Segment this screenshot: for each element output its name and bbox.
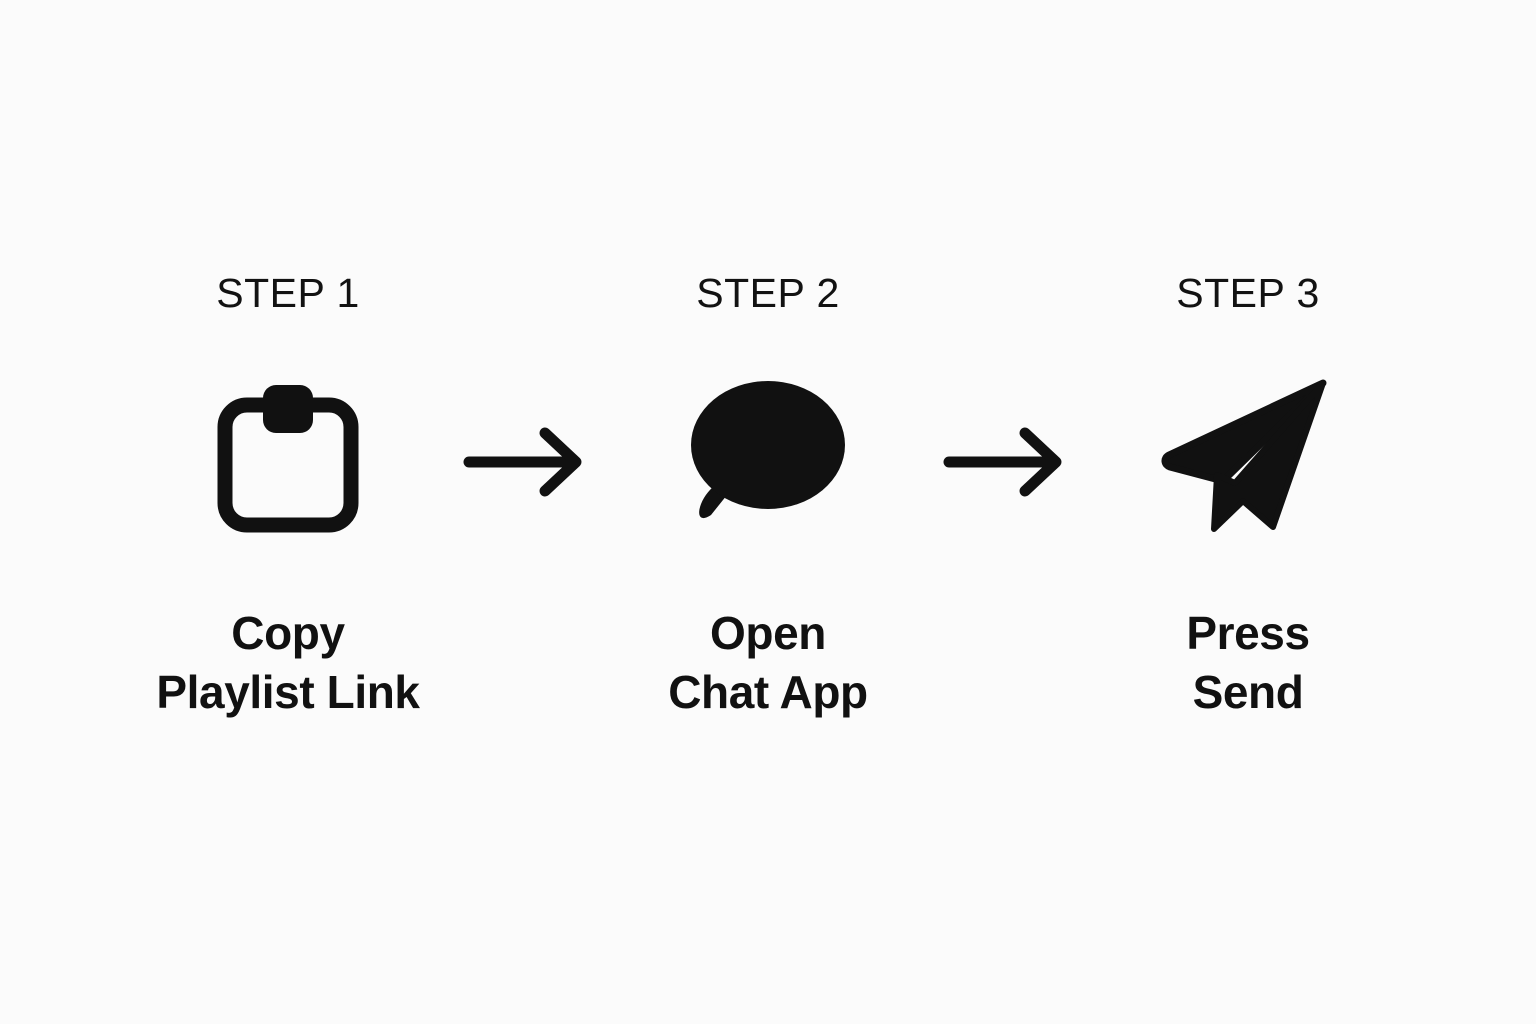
step-3-caption: Press Send bbox=[1186, 604, 1310, 722]
step-3-icon-slot bbox=[1153, 362, 1343, 552]
connector-2 bbox=[918, 270, 1098, 502]
step-1-caption: Copy Playlist Link bbox=[156, 604, 420, 722]
steps-row: STEP 1 Copy Playlist Link bbox=[0, 270, 1536, 720]
step-item-2: STEP 2 Open Chat App bbox=[618, 270, 918, 722]
step-2-caption-line-2: Chat App bbox=[668, 665, 868, 718]
step-2-caption-line-1: Open bbox=[710, 607, 826, 659]
step-3-caption-line-1: Press bbox=[1186, 607, 1310, 659]
step-2-icon-slot bbox=[673, 362, 863, 552]
step-1-caption-line-2: Playlist Link bbox=[156, 665, 420, 718]
step-1-eyebrow: STEP 1 bbox=[216, 269, 360, 316]
paper-plane-icon bbox=[1161, 379, 1326, 532]
step-item-1: STEP 1 Copy Playlist Link bbox=[138, 270, 438, 722]
step-2-eyebrow: STEP 2 bbox=[696, 269, 840, 316]
step-3-eyebrow: STEP 3 bbox=[1176, 269, 1320, 316]
step-1-caption-line-1: Copy bbox=[231, 607, 345, 659]
step-2-caption: Open Chat App bbox=[668, 604, 868, 722]
connector-1 bbox=[438, 270, 618, 502]
step-item-3: STEP 3 Press Send bbox=[1098, 270, 1398, 722]
step-3-caption-line-2: Send bbox=[1192, 665, 1304, 718]
arrow-right-icon bbox=[463, 427, 582, 497]
speech-bubble-icon bbox=[691, 380, 845, 518]
arrow-right-icon bbox=[943, 427, 1062, 497]
clipboard-icon bbox=[217, 385, 359, 533]
step-1-icon-slot bbox=[193, 362, 383, 552]
